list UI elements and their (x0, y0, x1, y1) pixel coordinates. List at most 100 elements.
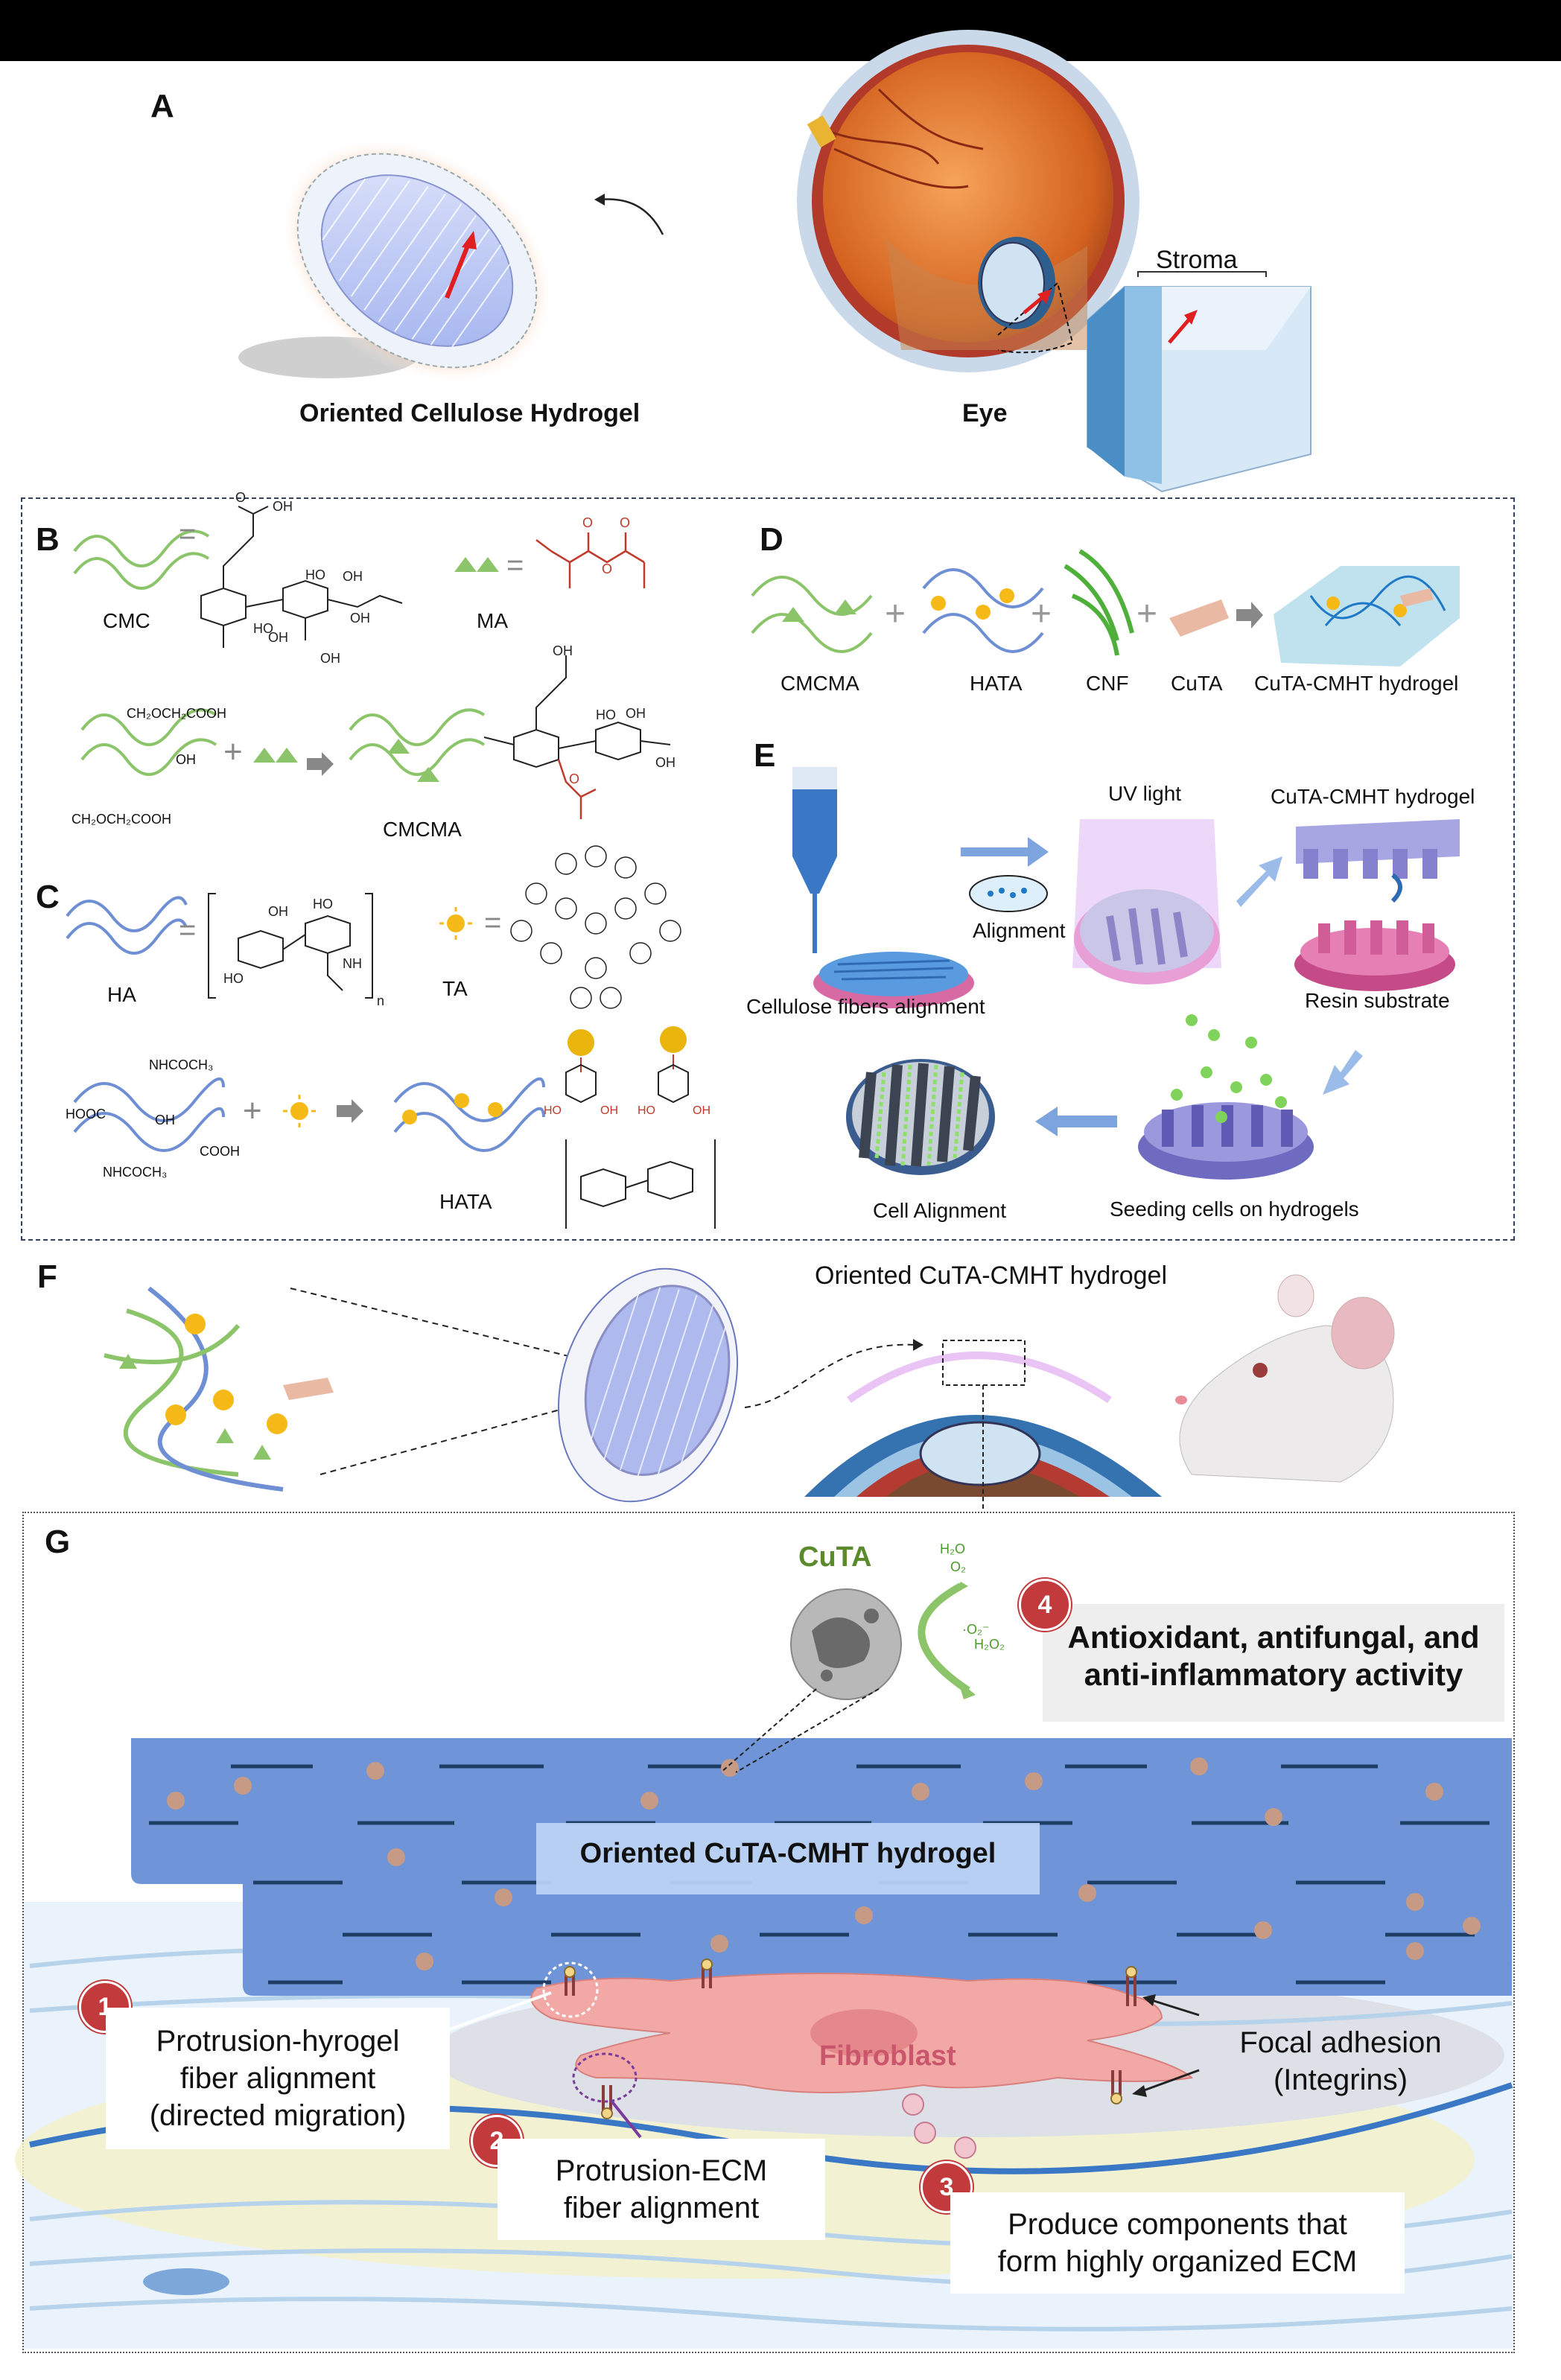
svg-text:=: = (179, 914, 196, 946)
ha-hydroxyl: OH (155, 1113, 175, 1127)
svg-text:OH: OH (273, 499, 293, 514)
svg-text:OH: OH (268, 904, 288, 919)
hydrogel-orientation-arrow (445, 241, 471, 299)
svg-text:HO: HO (596, 707, 616, 722)
activity-line-1: Antioxidant, antifungal, and (1067, 1620, 1480, 1655)
focal-line-1: Focal adhesion (1239, 2026, 1442, 2059)
resin-substrate-label: Resin substrate (1305, 989, 1450, 1012)
svg-text:=: = (506, 549, 524, 582)
svg-text:OH: OH (655, 755, 675, 770)
svg-text:+: + (1031, 594, 1052, 634)
d-item-cnf: CNF (1086, 672, 1129, 695)
activity-line-2: anti-inflammatory activity (1084, 1657, 1463, 1692)
svg-text:+: + (1136, 594, 1157, 634)
callout-1-line-2: fiber alignment (179, 2062, 376, 2095)
svg-text:O: O (569, 771, 579, 786)
o2-label: O₂ (950, 1559, 966, 1574)
callout-3: Produce components that form highly orga… (950, 2192, 1405, 2294)
badge-4: 4 (1019, 1579, 1071, 1631)
hydrogel-caption: Oriented Cellulose Hydrogel (299, 399, 640, 427)
seeding-cells-label: Seeding cells on hydrogels (1110, 1197, 1359, 1221)
panel-letter-a: A (150, 88, 174, 124)
d-item-cuta: CuTA (1171, 672, 1223, 695)
panel-letter-b: B (36, 521, 60, 558)
svg-text:O: O (602, 561, 612, 576)
ha-nhcoch3-bottom: NHCOCH₃ (103, 1165, 168, 1180)
svg-text:OH: OH (626, 706, 646, 721)
panel-letter-g: G (45, 1524, 71, 1560)
focal-line-2: (Integrins) (1273, 2064, 1408, 2096)
uv-light-label: UV light (1108, 782, 1182, 805)
svg-text:HO: HO (313, 897, 333, 911)
ha-nhcoch3-top: NHCOCH₃ (149, 1057, 214, 1072)
svg-text:=: = (179, 518, 196, 550)
cell-alignment-label: Cell Alignment (873, 1199, 1006, 1222)
callout-2-line-1: Protrusion-ECM (555, 2154, 768, 2187)
cmc-label: CMC (103, 609, 150, 632)
svg-text:OH: OH (600, 1104, 618, 1117)
callout-1-line-1: Protrusion-hyrogel (156, 2025, 400, 2058)
svg-text:n: n (377, 993, 384, 1008)
svg-text:O: O (582, 515, 593, 530)
ta-label: TA (442, 977, 468, 1000)
hata-label: HATA (439, 1190, 492, 1213)
ha-label: HA (107, 983, 136, 1006)
callout-3-line-1: Produce components that (1008, 2208, 1347, 2241)
cmcma-label: CMCMA (383, 818, 462, 841)
panel-d-illustration: + + + (751, 549, 1460, 666)
callout-1: Protrusion-hyrogel fiber alignment (dire… (106, 2008, 450, 2149)
top-black-bar (0, 0, 1561, 61)
eye-anatomy (797, 30, 1139, 372)
panel-letter-e: E (754, 737, 776, 774)
svg-text:O: O (620, 515, 630, 530)
ta-sun-symbol (439, 907, 472, 940)
d-item-hydrogel: CuTA-CMHT hydrogel (1254, 672, 1459, 695)
svg-text:HO: HO (253, 621, 273, 636)
hydrogel-slab-label: Oriented CuTA-CMHT hydrogel (579, 1838, 996, 1869)
svg-text:+: + (243, 1092, 262, 1129)
cmc-substituent-top: CH₂OCH₂COOH (127, 706, 226, 721)
svg-text:O: O (235, 490, 246, 505)
svg-text:NH: NH (343, 956, 362, 971)
callout-3-line-2: form highly organized ECM (997, 2245, 1358, 2278)
callout-1-line-3: (directed migration) (149, 2099, 407, 2132)
svg-text:OH: OH (343, 569, 363, 584)
svg-text:=: = (484, 906, 501, 939)
cellulose-fibers-alignment-label: Cellulose fibers alignment (746, 995, 985, 1018)
focal-adhesion-label: Focal adhesion (Integrins) (1206, 2024, 1475, 2099)
cuta-label: CuTA (798, 1541, 872, 1573)
alignment-label: Alignment (973, 919, 1066, 942)
h2o-label: H₂O (940, 1541, 965, 1556)
panel-letter-f: F (37, 1259, 57, 1295)
oriented-hydrogel-disk (280, 137, 554, 384)
svg-text:HO: HO (305, 567, 325, 582)
eye-caption: Eye (962, 399, 1008, 427)
svg-text:OH: OH (553, 643, 573, 658)
svg-text:HO: HO (544, 1104, 562, 1117)
panel-b-chemistry: = OH O HO OH HO OH OH OH = O O O + (73, 490, 675, 819)
svg-text:+: + (223, 734, 243, 770)
panels-b-to-e-frame (21, 497, 1515, 1241)
superoxide-label: ·O₂⁻ (962, 1622, 990, 1637)
h2o2-label: H₂O₂ (974, 1637, 1005, 1652)
ha-hooc: HOOC (66, 1107, 106, 1121)
cmc-hydroxyl: OH (176, 752, 196, 767)
activity-text: Antioxidant, antifungal, and anti-inflam… (1043, 1619, 1504, 1693)
svg-text:OH: OH (320, 651, 340, 666)
panel-c-chemistry: = OH HO HO NH n = + (66, 845, 716, 1229)
panel-g-frame (22, 1512, 1515, 2353)
ma-label: MA (477, 609, 508, 632)
curved-arrow (599, 198, 664, 235)
svg-text:OH: OH (693, 1104, 710, 1117)
ha-cooh: COOH (200, 1144, 240, 1159)
panel-f-illustration (104, 1267, 1395, 1512)
panel-e-illustration (792, 767, 1460, 1180)
panel-letter-d: D (760, 521, 783, 558)
panel-a-illustration (238, 30, 1312, 493)
svg-text:OH: OH (350, 611, 370, 626)
cuta-cmht-hydrogel-label: CuTA-CMHT hydrogel (1271, 785, 1475, 808)
callout-2-line-2: fiber alignment (563, 2192, 760, 2224)
svg-text:OH: OH (268, 630, 288, 645)
stroma-caption: Stroma (1156, 246, 1238, 274)
panel-f-title: Oriented CuTA-CMHT hydrogel (815, 1261, 1168, 1290)
